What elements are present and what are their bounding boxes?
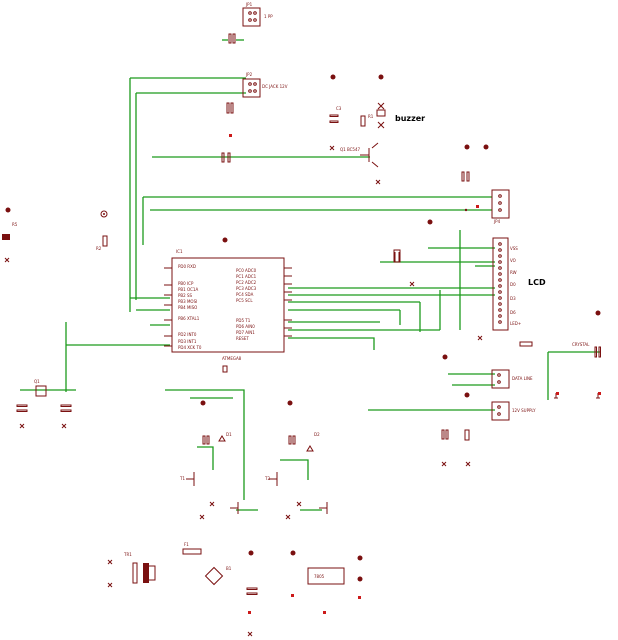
svg-text:DC JACK 12V: DC JACK 12V: [262, 84, 288, 89]
wires: [20, 77, 600, 511]
svg-text:JP2: JP2: [245, 72, 253, 77]
svg-text:ATMEGA8: ATMEGA8: [222, 356, 242, 361]
svg-text:R5: R5: [12, 222, 18, 227]
svg-text:D1: D1: [226, 432, 232, 437]
svg-text:F1: F1: [184, 542, 189, 547]
buzzer-label: buzzer: [395, 114, 425, 123]
capacitor-c2: [226, 102, 234, 114]
ground-markers: [229, 134, 601, 395]
svg-text:PC0 ADC0: PC0 ADC0: [236, 268, 257, 273]
svg-text:PC5 SCL: PC5 SCL: [236, 298, 253, 303]
svg-text:PD7 AIN1: PD7 AIN1: [236, 330, 255, 335]
left-parts: R5 R2 Q1: [2, 207, 108, 429]
svg-text:D6: D6: [510, 310, 516, 315]
svg-text:12V SUPPLY: 12V SUPPLY: [512, 408, 536, 413]
svg-text:JP1: JP1: [245, 2, 253, 7]
svg-text:B1: B1: [226, 566, 232, 571]
connector-rs2: 12V SUPPLY: [441, 401, 536, 467]
svg-text:PC3 ADC3: PC3 ADC3: [236, 286, 257, 291]
svg-text:LED+: LED+: [510, 321, 521, 326]
svg-text:PD6 AIN0: PD6 AIN0: [236, 324, 255, 329]
lower-circuit-1: D1 T1: [179, 400, 239, 520]
right-crystal: CRYSTAL: [519, 310, 601, 399]
svg-text:VSS: VSS: [510, 246, 518, 251]
svg-text:JP4: JP4: [493, 219, 501, 224]
svg-text:PB6 XTAL1: PB6 XTAL1: [178, 316, 200, 321]
svg-text:7805: 7805: [314, 574, 325, 579]
svg-text:PD3 INT1: PD3 INT1: [178, 339, 197, 344]
svg-text:TR1: TR1: [123, 552, 132, 557]
svg-text:PC2 ADC2: PC2 ADC2: [236, 280, 257, 285]
svg-text:DATA LINE: DATA LINE: [512, 376, 533, 381]
svg-text:PD0 RXD: PD0 RXD: [178, 264, 196, 269]
connector-top-1: JP1 1 PP: [242, 2, 273, 27]
power-supply: TR1 F1 B1 7805: [107, 542, 363, 637]
svg-text:Q1 BC547: Q1 BC547: [340, 147, 361, 152]
svg-text:PB4 MISO: PB4 MISO: [178, 305, 197, 310]
buzzer-section: C3 R1 buzzer Q1 BC547: [221, 74, 425, 185]
lower-circuit-2: D2 T2: [264, 400, 328, 520]
svg-text:IC1: IC1: [176, 249, 183, 254]
lcd-pins: [498, 242, 502, 324]
svg-text:PB0 ICP: PB0 ICP: [178, 281, 194, 286]
svg-text:D3: D3: [510, 296, 516, 301]
svg-text:D0: D0: [510, 282, 516, 287]
svg-text:Q1: Q1: [34, 379, 40, 384]
svg-text:R1: R1: [368, 114, 374, 119]
capacitor-c1: [222, 33, 244, 44]
connector-right-4pin: JP4: [461, 144, 510, 224]
svg-text:PD2 INT0: PD2 INT0: [178, 332, 197, 337]
lcd-label: LCD: [528, 278, 546, 287]
svg-text:T2: T2: [264, 476, 270, 481]
microcontroller-ic: IC1 PD0 RXD PB0 ICP PB1 OC1A PB2 SS PB3 …: [164, 237, 292, 373]
svg-text:RW: RW: [510, 270, 517, 275]
svg-text:1 PP: 1 PP: [264, 14, 273, 19]
svg-text:PB1 OC1A: PB1 OC1A: [178, 287, 198, 292]
svg-text:RESET: RESET: [236, 336, 249, 341]
svg-text:CRYSTAL: CRYSTAL: [572, 342, 590, 347]
svg-text:R2: R2: [96, 246, 102, 251]
svg-text:VO: VO: [510, 258, 516, 263]
svg-text:C3: C3: [336, 106, 342, 111]
svg-text:D2: D2: [314, 432, 320, 437]
svg-text:PC1 ADC1: PC1 ADC1: [236, 274, 257, 279]
lcd-connector: VSS VO RW D0 D3 D6 LED+ LCD: [393, 219, 546, 341]
svg-text:PD4 XCK T0: PD4 XCK T0: [178, 345, 202, 350]
connector-rs1: DATA LINE: [442, 354, 533, 398]
svg-text:PB3 MOSI: PB3 MOSI: [178, 299, 197, 304]
svg-text:T1: T1: [179, 476, 185, 481]
svg-text:PB2 SS: PB2 SS: [178, 293, 193, 298]
svg-text:PD5 T1: PD5 T1: [236, 318, 251, 323]
svg-text:PC4 SDA: PC4 SDA: [236, 292, 254, 297]
connector-top-2: JP2 DC JACK 12V: [242, 72, 288, 98]
